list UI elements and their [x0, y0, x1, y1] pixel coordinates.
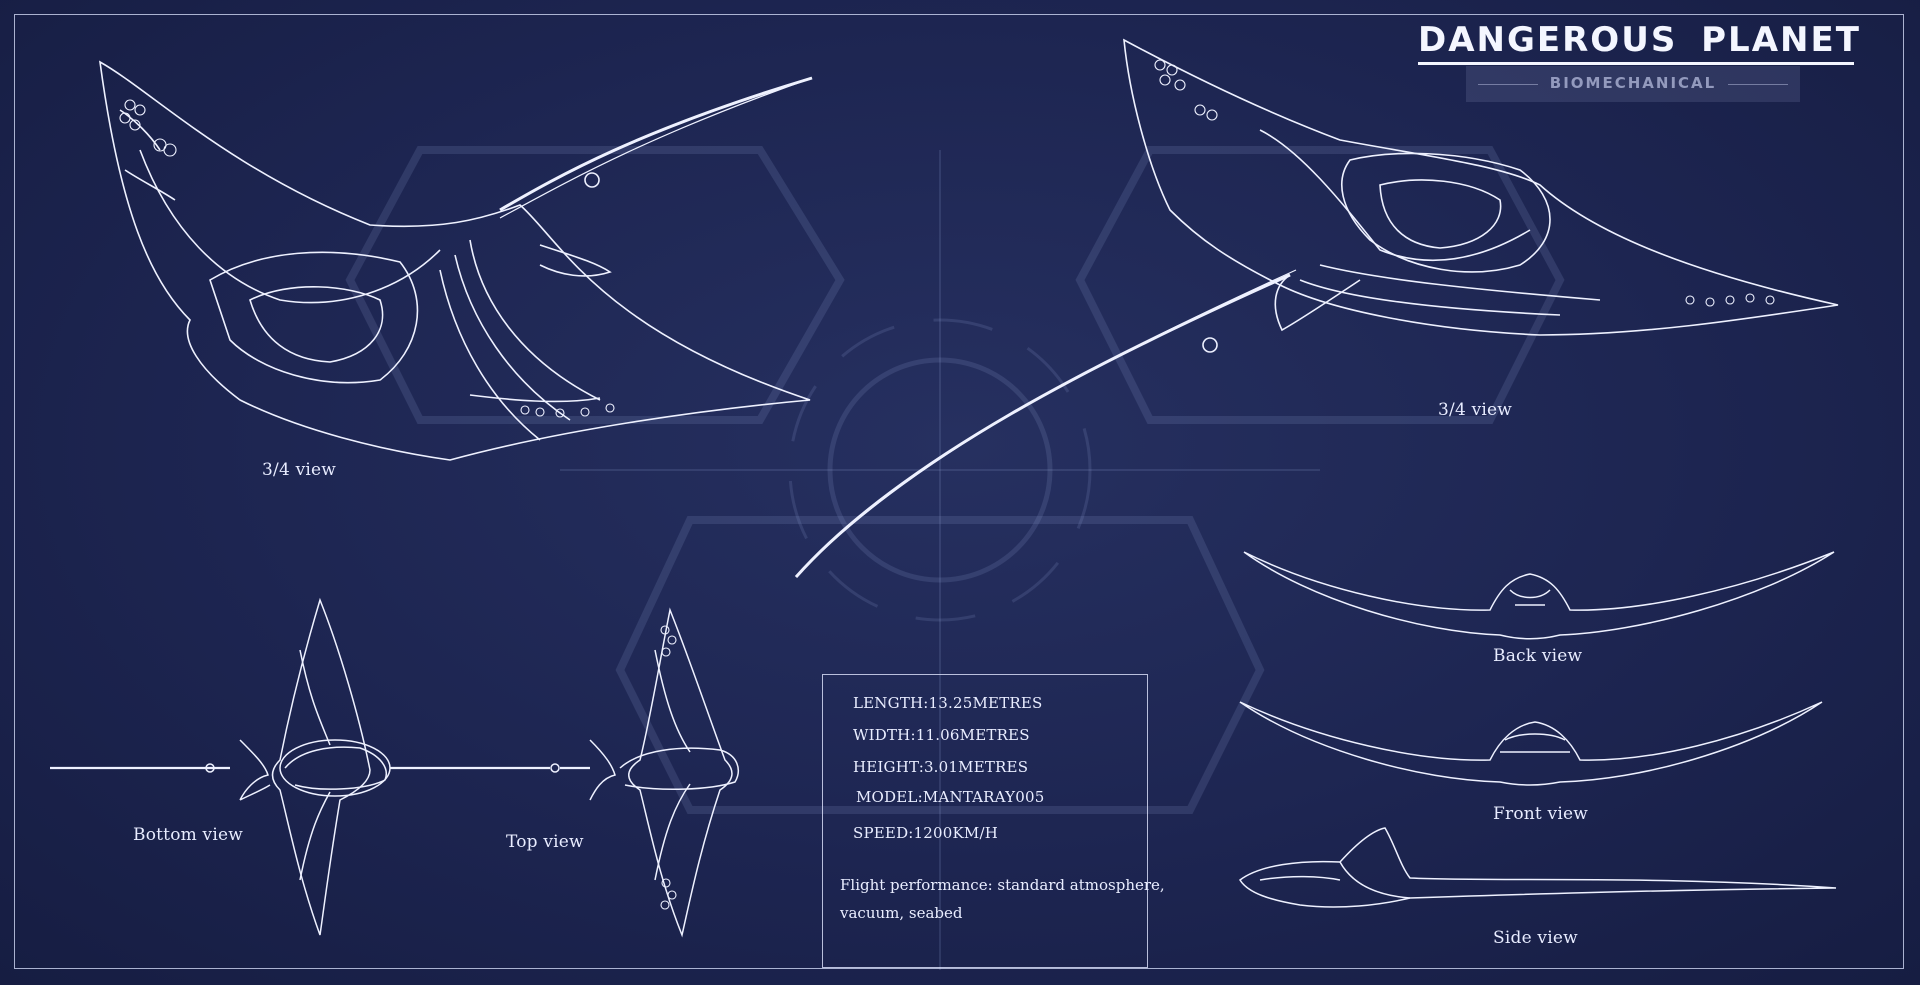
- manta-back-view-drawing: [1243, 551, 1835, 640]
- page-title: DANGEROUS PLANET: [1418, 20, 1859, 65]
- spec-length: LENGTH:13.25METRES: [853, 694, 1043, 712]
- label-side-view: Side view: [1493, 928, 1578, 948]
- manta-side-view-drawing: [1239, 827, 1837, 908]
- spec-height: HEIGHT:3.01METRES: [853, 758, 1029, 776]
- manta-bottom-view-drawing: [50, 597, 550, 936]
- label-three-quarter-view-left: 3/4 view: [262, 460, 337, 480]
- subtitle-rule-right: [1728, 84, 1788, 85]
- specification-panel: [822, 674, 1148, 968]
- background-hud-ornament: [345, 146, 1565, 970]
- performance-line-2: vacuum, seabed: [840, 904, 963, 922]
- spec-model: MODEL:MANTARAY005: [856, 788, 1045, 806]
- manta-front-view-drawing: [1239, 701, 1823, 786]
- label-bottom-view: Bottom view: [133, 825, 244, 845]
- spec-speed: SPEED:1200KM/H: [853, 824, 999, 842]
- manta-three-quarter-right-drawing: [794, 38, 1839, 578]
- sheet-border: [14, 14, 1904, 969]
- label-back-view: Back view: [1493, 646, 1583, 666]
- label-top-view: Top view: [506, 832, 584, 852]
- manta-top-view-drawing: [550, 607, 739, 938]
- manta-three-quarter-left-drawing: [98, 60, 813, 461]
- label-front-view: Front view: [1493, 804, 1588, 824]
- label-three-quarter-view-right: 3/4 view: [1438, 400, 1513, 420]
- subtitle-rule-left: [1478, 84, 1538, 85]
- performance-line-1: Flight performance: standard atmosphere,: [840, 876, 1165, 894]
- page-subtitle: BIOMECHANICAL: [1549, 74, 1717, 92]
- spec-width: WIDTH:11.06METRES: [853, 726, 1030, 744]
